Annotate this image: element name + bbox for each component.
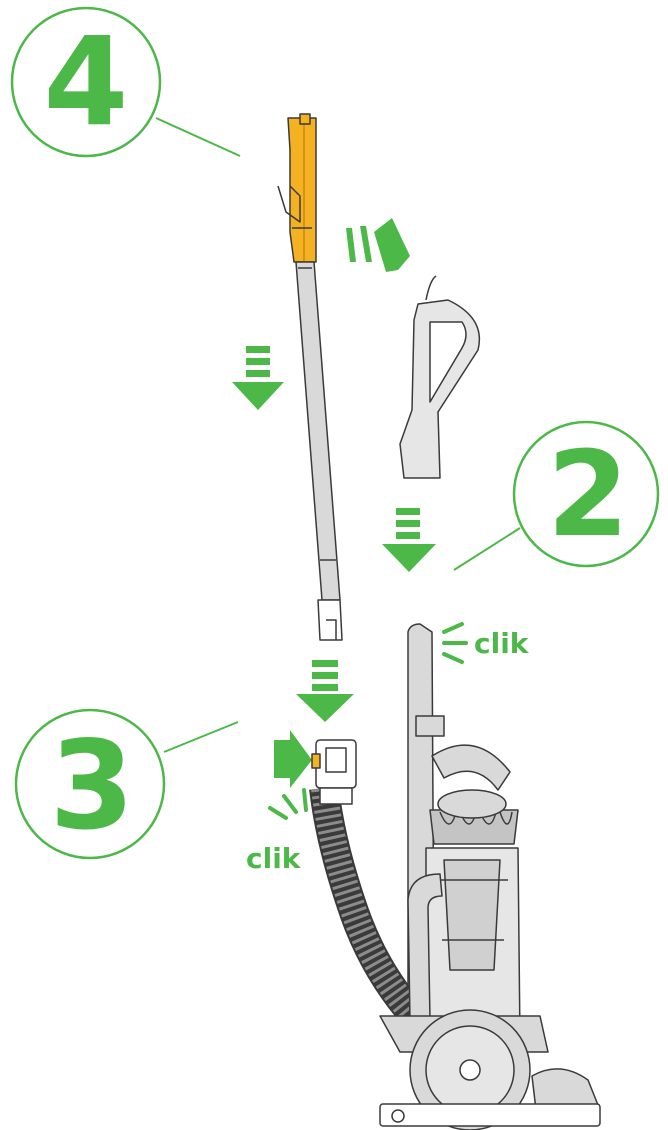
wand — [278, 114, 342, 640]
wand-tube — [296, 262, 340, 600]
click-bottom: clik — [246, 790, 306, 875]
clik-label-bottom: clik — [246, 842, 302, 875]
step-2-number: 2 — [547, 425, 629, 563]
wand-handle — [278, 114, 316, 262]
handle-part — [400, 276, 479, 478]
click-top: clik — [444, 624, 530, 662]
wand-end-fitting — [318, 600, 342, 640]
click-lines-icon — [444, 624, 466, 662]
arrow-down-icon — [382, 508, 436, 572]
arrow-diagonal-icon — [346, 218, 410, 272]
motion-arrows — [232, 218, 436, 788]
step-3-callout: 3 — [16, 710, 238, 858]
clik-label-top: clik — [474, 627, 530, 660]
step-4-callout: 4 — [12, 8, 240, 156]
vacuum-body — [312, 624, 600, 1130]
arrow-down-icon — [232, 346, 284, 410]
step-2-callout: 2 — [454, 422, 658, 570]
click-lines-icon — [270, 790, 306, 818]
arrow-down-icon — [296, 660, 354, 722]
step-3-leader-line — [164, 722, 238, 752]
step-4-number: 4 — [44, 11, 129, 153]
step-2-leader-line — [454, 528, 520, 570]
step-4-leader-line — [156, 118, 240, 156]
step-3-number: 3 — [50, 715, 135, 857]
arrow-right-icon — [274, 730, 312, 788]
